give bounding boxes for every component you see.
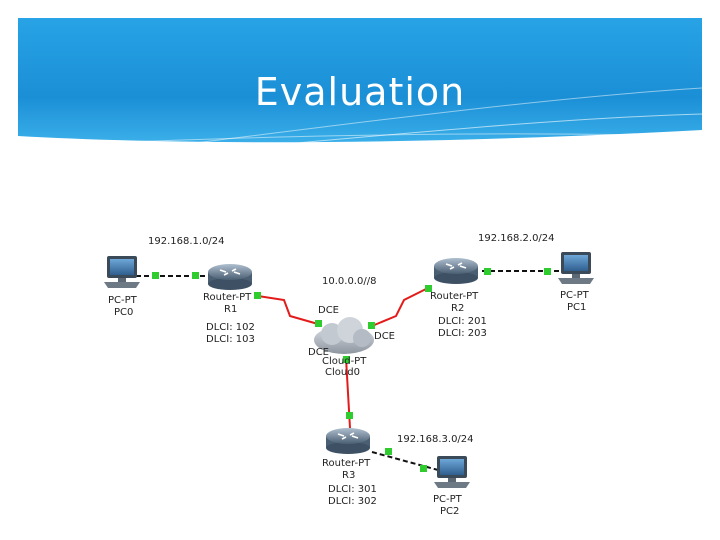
pc2-type-label: PC-PT <box>433 494 463 505</box>
page-title: Evaluation <box>254 70 466 114</box>
r1-type-label: Router-PT <box>203 292 252 303</box>
dce-label-r2-side: DCE <box>374 331 395 342</box>
pc1-icon[interactable] <box>558 252 594 284</box>
dce-label-r1-side: DCE <box>318 305 339 316</box>
pc2-icon[interactable] <box>434 456 470 488</box>
pc0-icon[interactable] <box>104 256 140 288</box>
port-indicators <box>152 268 551 472</box>
r3-router-icon[interactable] <box>325 427 371 455</box>
r2-dlci-2: DLCI: 203 <box>438 328 487 339</box>
serial-link-r2-cloud <box>371 287 429 327</box>
pc0-name-label: PC0 <box>114 307 133 318</box>
r2-dlci-1: DLCI: 201 <box>438 316 487 327</box>
pc1-name-label: PC1 <box>567 302 586 313</box>
r2-type-label: Router-PT <box>430 291 479 302</box>
wan-network-label: 10.0.0.0//8 <box>322 276 376 287</box>
r3-type-label: Router-PT <box>322 458 371 469</box>
r1-name-label: R1 <box>224 304 237 315</box>
lan2-network-label: 192.168.2.0/24 <box>478 233 555 244</box>
ethernet-link-r3-pc2 <box>371 451 439 471</box>
r2-router-icon[interactable] <box>433 257 479 285</box>
serial-link-r1-cloud <box>257 295 319 325</box>
lan1-network-label: 192.168.1.0/24 <box>148 236 225 247</box>
r1-router-icon[interactable] <box>207 263 253 291</box>
r3-dlci-1: DLCI: 301 <box>328 484 377 495</box>
banner-wave-decoration <box>18 87 702 150</box>
title-banner: Evaluation <box>18 18 702 150</box>
r3-name-label: R3 <box>342 470 355 481</box>
pc2-name-label: PC2 <box>440 506 459 517</box>
pc0-type-label: PC-PT <box>108 295 138 306</box>
dce-label-r3-side: DCE <box>308 347 329 358</box>
cloud0-icon[interactable] <box>314 317 374 354</box>
r2-name-label: R2 <box>451 303 464 314</box>
r1-dlci-2: DLCI: 103 <box>206 334 255 345</box>
pc1-type-label: PC-PT <box>560 290 590 301</box>
cloud-type-label: Cloud-PT <box>322 356 367 367</box>
cloud-name-label: Cloud0 <box>325 367 360 378</box>
r1-dlci-1: DLCI: 102 <box>206 322 255 333</box>
r3-dlci-2: DLCI: 302 <box>328 496 377 507</box>
lan3-network-label: 192.168.3.0/24 <box>397 434 474 445</box>
